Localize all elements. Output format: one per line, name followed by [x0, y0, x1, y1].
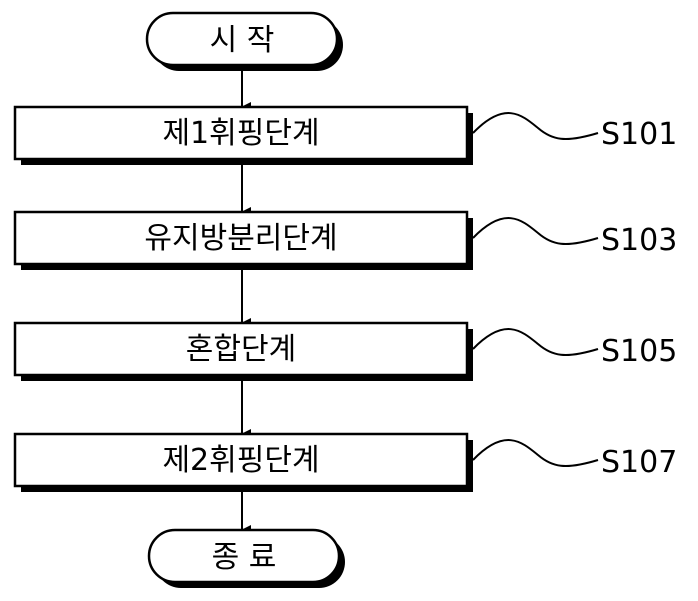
step-box-1: 제1휘핑단계	[13, 105, 473, 165]
step-label-1: 제1휘핑단계	[162, 116, 319, 151]
leader-line-2	[472, 217, 599, 245]
step-label-4: 제2휘핑단계	[162, 443, 319, 478]
end-terminal: 종 료	[147, 528, 345, 588]
step-code-2: S103	[601, 223, 677, 258]
leader-line-1	[472, 112, 599, 140]
step-box-2: 유지방분리단계	[13, 210, 473, 270]
start-label: 시 작	[210, 23, 275, 58]
step-label-3: 혼합단계	[186, 332, 296, 367]
leader-line-4	[472, 439, 599, 467]
end-label: 종 료	[212, 540, 277, 575]
start-terminal: 시 작	[145, 11, 343, 71]
step-code-1: S101	[601, 117, 677, 152]
leader-line-3	[472, 328, 599, 356]
step-code-3: S105	[601, 334, 677, 369]
step-box-3: 혼합단계	[13, 321, 473, 381]
step-code-4: S107	[601, 445, 677, 480]
step-box-4: 제2휘핑단계	[13, 432, 473, 492]
step-label-2: 유지방분리단계	[144, 221, 337, 256]
